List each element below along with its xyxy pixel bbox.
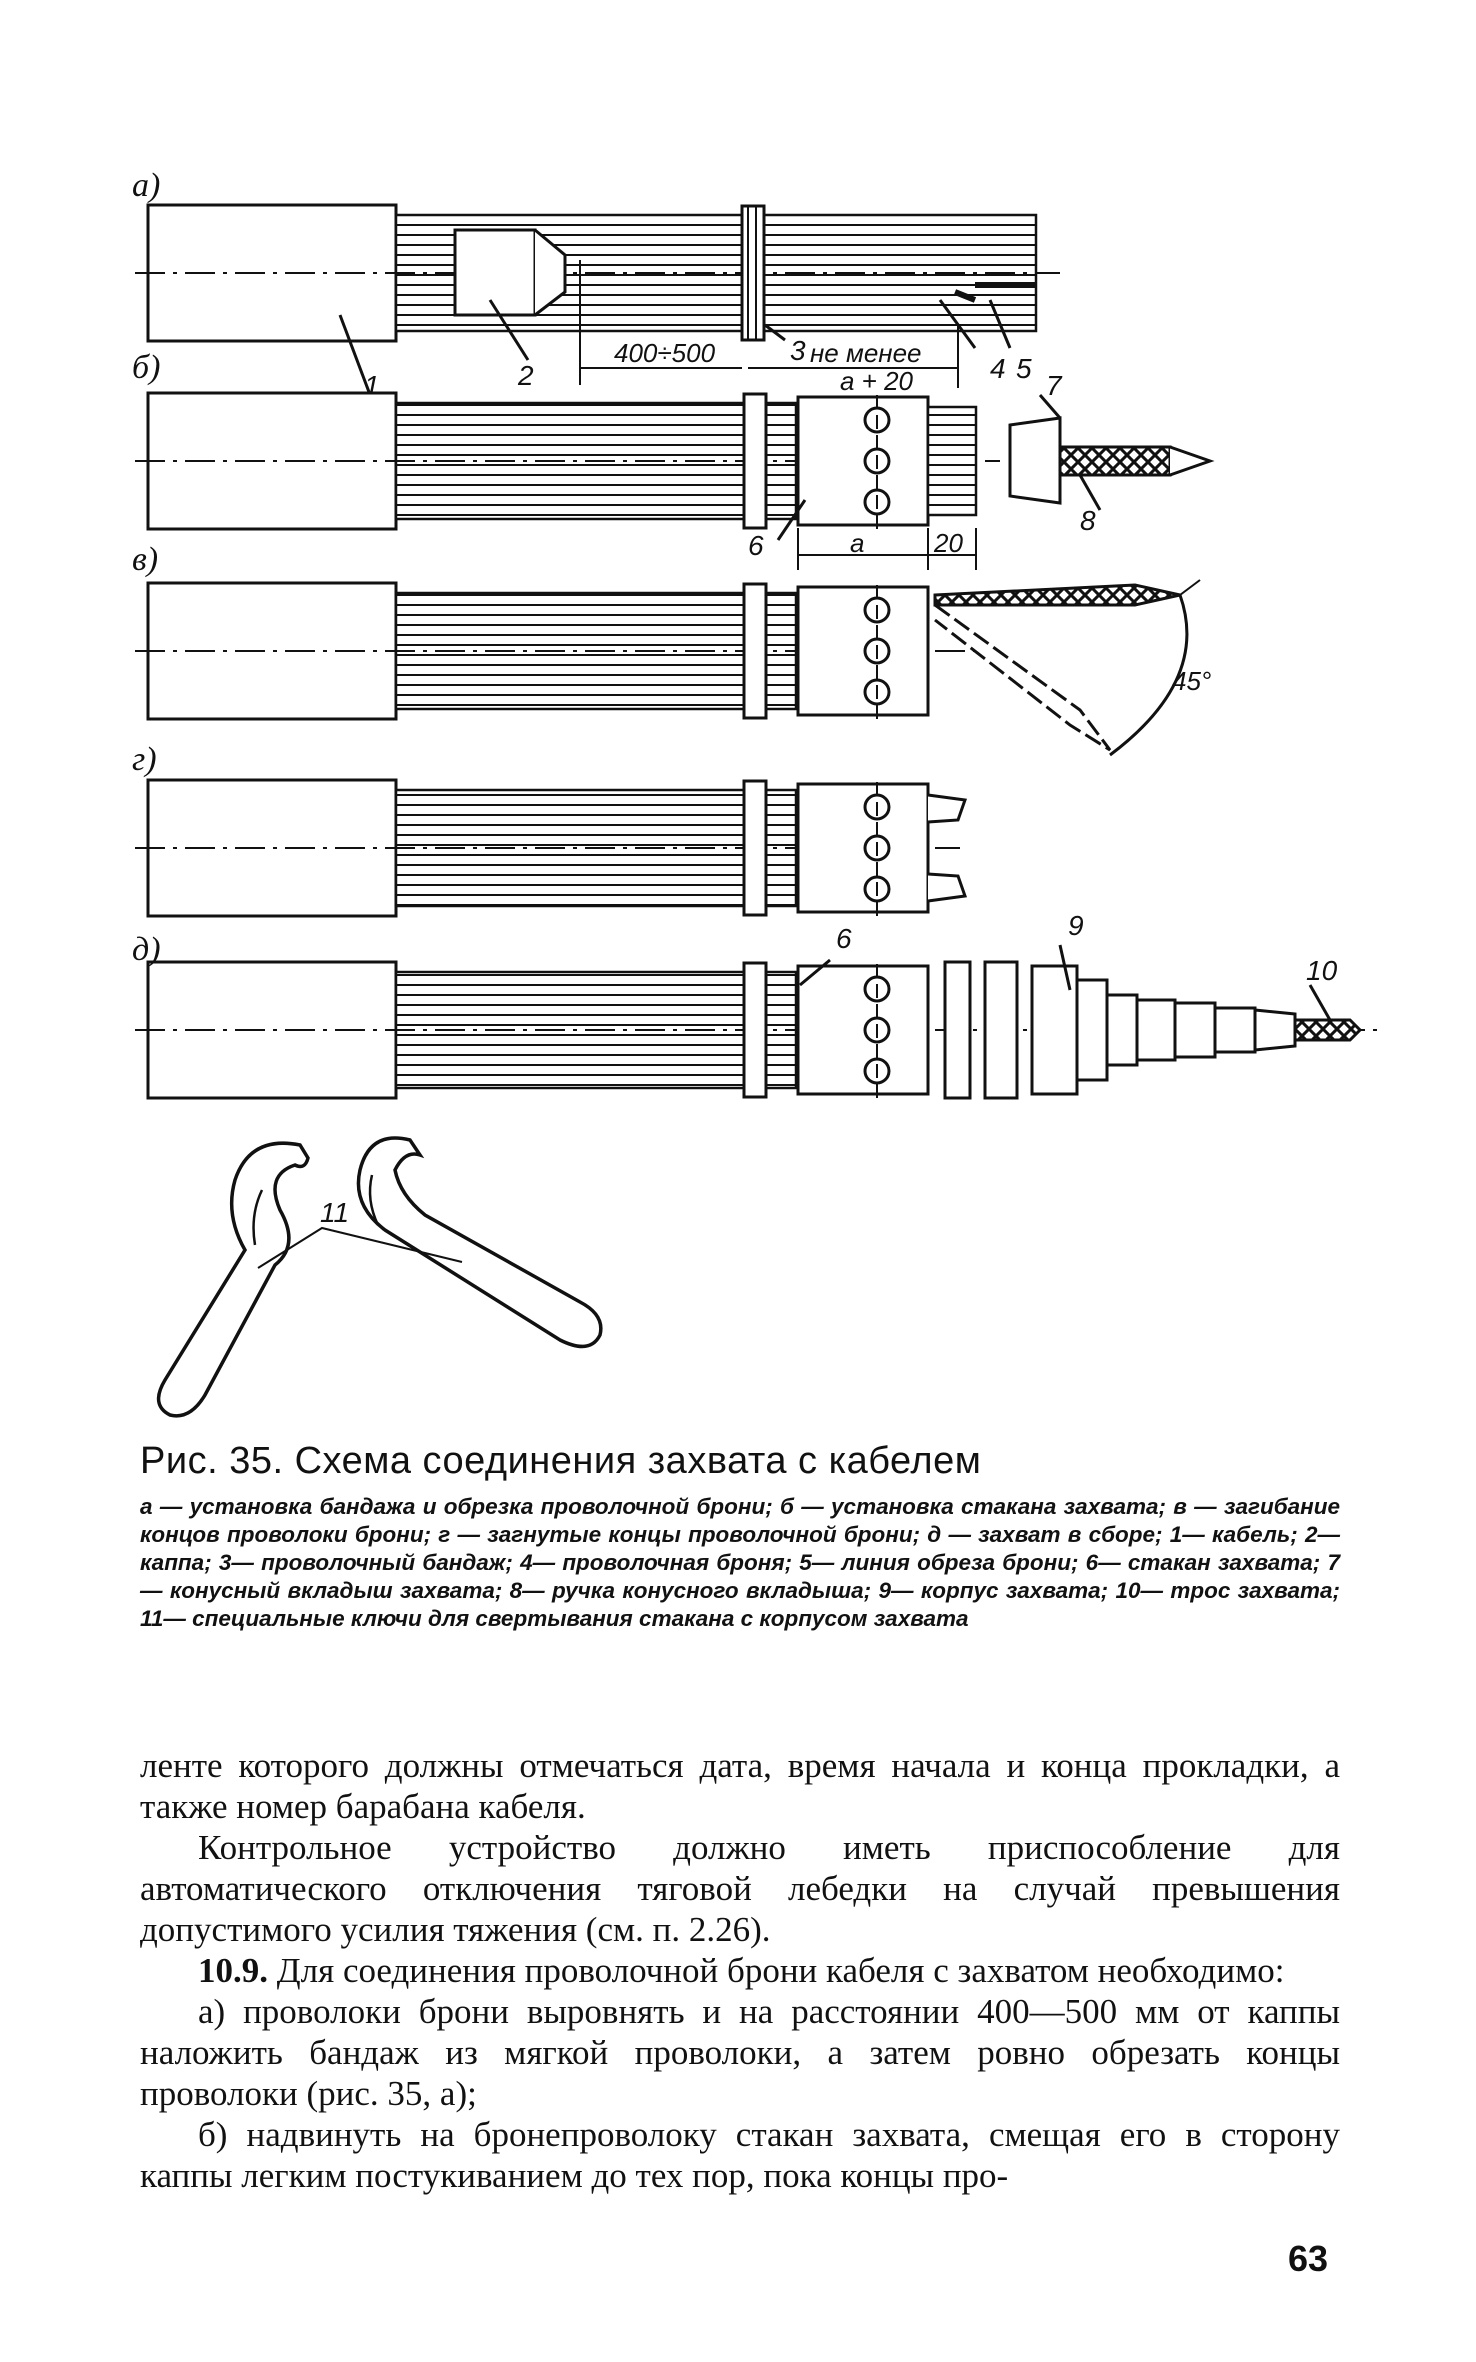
section-number: 10.9. — [198, 1951, 268, 1990]
paragraph-4: а) проволоки брони выровнять и на рассто… — [140, 1992, 1340, 2113]
body-text: ленте которого должны отмечаться дата, в… — [140, 1745, 1340, 2196]
panel-b-label: б) — [132, 349, 160, 386]
dim-a-plus-20: a + 20 — [840, 366, 914, 396]
paragraph-1: ленте которого должны отмечаться дата, в… — [140, 1746, 1340, 1826]
paragraph-2: Контрольное устройство должно иметь прис… — [140, 1828, 1340, 1949]
dim-a: a — [850, 528, 864, 558]
panel-d-label: д) — [132, 931, 161, 968]
panel-v-label: в) — [132, 541, 158, 578]
label-3: 3 — [790, 335, 806, 366]
dim-20: 20 — [933, 528, 963, 558]
panel-a-drawing — [135, 203, 1060, 401]
label-11: 11 — [320, 1197, 349, 1228]
paragraph-3: 10.9. Для соединения проволочной брони к… — [140, 1950, 1340, 1991]
label-2: 2 — [517, 360, 534, 391]
label-8: 8 — [1080, 505, 1096, 536]
label-10: 10 — [1306, 955, 1338, 986]
figure-caption: Рис. 35. Схема соединения захвата с кабе… — [140, 1440, 1340, 1633]
dim-angle: 45° — [1172, 666, 1211, 696]
caption-title: Рис. 35. Схема соединения захвата с кабе… — [140, 1440, 982, 1482]
paragraph-5: б) надвинуть на бронепроволоку стакан за… — [140, 2115, 1340, 2195]
panel-v-drawing — [135, 579, 1201, 757]
label-6-b: 6 — [748, 530, 764, 561]
label-7: 7 — [1046, 370, 1063, 401]
label-5: 5 — [1016, 353, 1032, 384]
panel-b-drawing — [135, 391, 1215, 570]
dim-not-less: не менее — [810, 338, 922, 368]
technical-figure: a) 1 2 3 4 5 400÷500 не менее a + 20 — [132, 167, 1380, 1418]
panel-d-drawing — [135, 944, 1380, 1104]
paragraph-3-text: Для соединения проволочной брони кабеля … — [268, 1951, 1285, 1990]
panel-a-label: a) — [132, 167, 160, 204]
page-number: 63 — [1288, 2238, 1329, 2279]
dim-range: 400÷500 — [614, 338, 716, 368]
panel-g-label: г) — [132, 741, 157, 778]
caption-legend: а — установка бандажа и обрезка проволоч… — [140, 1494, 1340, 1631]
panel-g-drawing — [135, 778, 968, 922]
special-keys-drawing — [156, 1136, 603, 1418]
label-9: 9 — [1068, 910, 1084, 941]
label-6-d: 6 — [836, 923, 852, 954]
label-4: 4 — [990, 353, 1006, 384]
